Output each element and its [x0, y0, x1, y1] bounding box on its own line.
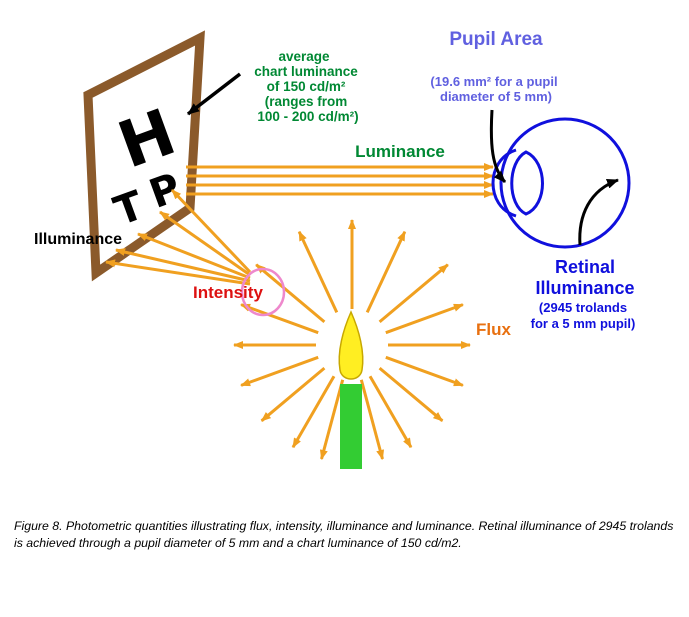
retinal-title-line: Retinal	[555, 257, 615, 277]
luminance-note-line: 100 - 200 cd/m²)	[257, 109, 358, 124]
luminance-note-line: of 150 cd/m²	[267, 79, 346, 94]
luminance-note: average chart luminance of 150 cd/m² (ra…	[254, 49, 358, 124]
retinal-note: (2945 trolands for a 5 mm pupil)	[531, 300, 636, 331]
luminance-note-pointer	[186, 72, 242, 116]
flux-ray	[260, 366, 326, 422]
luminance-note-line: chart luminance	[254, 64, 358, 79]
flux-ray	[359, 379, 385, 460]
flux-ray	[297, 230, 339, 314]
flux-ray	[385, 355, 464, 387]
candle-body	[340, 384, 362, 469]
illuminance-ray	[137, 232, 251, 280]
illuminance-ray	[170, 188, 252, 274]
figure-caption: Figure 8. Photometric quantities illustr…	[14, 518, 679, 552]
illuminance-ray	[159, 210, 251, 277]
pupil-area-note-line: diameter of 5 mm)	[440, 89, 552, 104]
candle	[338, 310, 364, 469]
lens	[510, 150, 544, 216]
flux-ray	[291, 375, 336, 449]
eyeball	[499, 117, 631, 249]
flux-ray	[378, 366, 444, 422]
retinal-pointer	[578, 178, 619, 246]
flux-ray	[378, 263, 449, 324]
flux-ray	[368, 375, 413, 449]
luminance-rays	[186, 163, 494, 198]
retinal-title: Retinal Illuminance	[535, 257, 634, 298]
luminance-note-line: (ranges from	[265, 94, 348, 109]
retinal-note-line: (2945 trolands	[539, 300, 627, 315]
intensity-circle	[240, 267, 286, 317]
flux-ray	[385, 303, 464, 335]
pupil-area-note-line: (19.6 mm² for a pupil	[430, 74, 557, 89]
retinal-note-line: for a 5 mm pupil)	[531, 316, 636, 331]
illuminance-ray	[105, 259, 251, 286]
flux-label: Flux	[476, 320, 511, 339]
pupil-area-note: (19.6 mm² for a pupil diameter of 5 mm)	[430, 74, 557, 104]
illuminance-label: Illuminance	[34, 231, 122, 248]
eye	[491, 117, 631, 249]
illuminance-rays	[105, 188, 252, 286]
intensity-label: Intensity	[193, 283, 263, 302]
flux-ray	[319, 379, 345, 460]
figure-caption-text: Figure 8. Photometric quantities illustr…	[14, 519, 674, 550]
retinal-title-line: Illuminance	[535, 278, 634, 298]
illuminance-ray	[115, 248, 251, 283]
flux-ray	[365, 230, 407, 314]
flux-ray	[255, 263, 326, 324]
luminance-label: Luminance	[355, 142, 445, 161]
pupil-area-title: Pupil Area	[449, 29, 543, 50]
flux-ray	[240, 355, 319, 387]
pupil-area-pointer	[489, 109, 507, 184]
luminance-note-line: average	[278, 49, 330, 64]
photometry-diagram: H T P average chart luminance	[34, 29, 636, 469]
candle-flame	[338, 310, 364, 380]
cornea	[491, 148, 517, 218]
flux-ray	[240, 303, 319, 335]
